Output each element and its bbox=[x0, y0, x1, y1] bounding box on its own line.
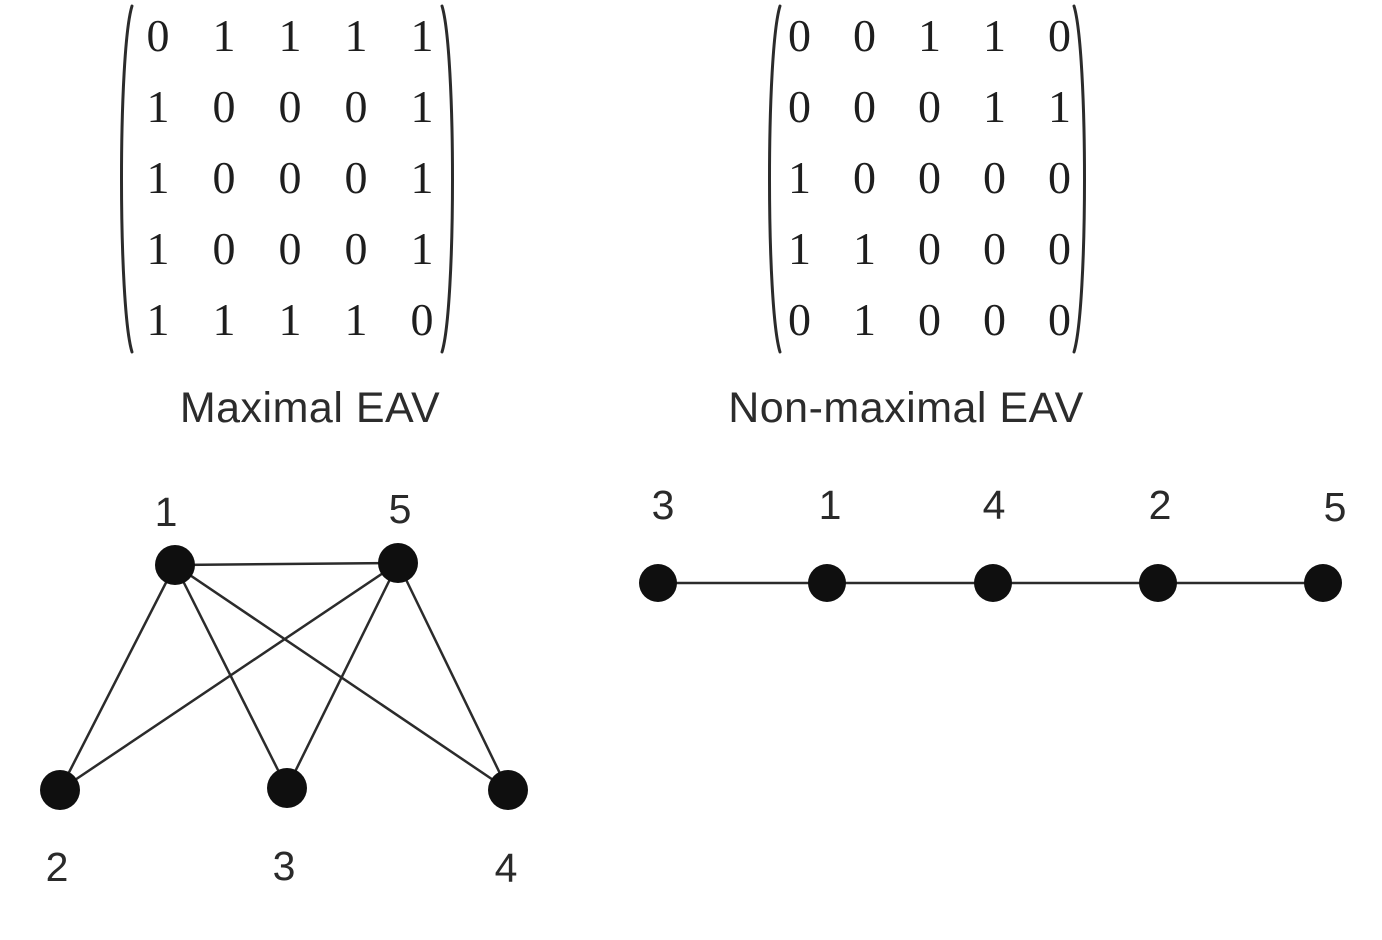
nonmaximal-graph-node-2 bbox=[1139, 564, 1177, 602]
maximal-matrix-cell-r5c3: 1 bbox=[278, 293, 302, 345]
maximal-graph-node-label-1: 1 bbox=[155, 489, 178, 535]
nonmaximal-matrix-cell-r1c5: 0 bbox=[1048, 9, 1071, 61]
maximal-matrix-cell-r2c2: 0 bbox=[212, 80, 236, 132]
nonmaximal-graph-node-label-1: 1 bbox=[819, 482, 842, 528]
nonmaximal-graph-node-label-5: 5 bbox=[1324, 484, 1347, 530]
maximal-graph-node-4 bbox=[488, 770, 528, 810]
maximal-matrix-open-paren-icon bbox=[120, 4, 134, 354]
maximal-matrix-cell-r2c3: 0 bbox=[278, 80, 302, 132]
maximal-graph-edge-5-2 bbox=[59, 561, 399, 792]
maximal-matrix-cell-r1c4: 1 bbox=[344, 9, 368, 61]
maximal-matrix-cell-r2c1: 1 bbox=[146, 80, 170, 132]
maximal-graph-node-1 bbox=[155, 545, 195, 585]
maximal-matrix-cell-r5c2: 1 bbox=[212, 293, 236, 345]
maximal-matrix-cell-r4c1: 1 bbox=[146, 222, 170, 274]
maximal-matrix-cell-r3c1: 1 bbox=[146, 151, 170, 203]
maximal-matrix-cell-r1c2: 1 bbox=[212, 9, 236, 61]
maximal-matrix-cell-r1c5: 1 bbox=[410, 9, 434, 61]
maximal-matrix-cell-r4c2: 0 bbox=[212, 222, 236, 274]
maximal-matrix-cell-r5c5: 0 bbox=[410, 293, 434, 345]
nonmaximal-graph-node-label-3: 3 bbox=[652, 482, 675, 528]
maximal-graph-edge-5-3 bbox=[285, 562, 400, 789]
nonmaximal-graph-node-label-4: 4 bbox=[983, 482, 1006, 528]
maximal-graph-edge-5-4 bbox=[396, 562, 510, 791]
maximal-graph-node-5 bbox=[378, 543, 418, 583]
nonmaximal-matrix-cell-r2c1: 0 bbox=[788, 80, 811, 132]
nonmaximal-matrix-cell-r4c5: 0 bbox=[1048, 222, 1071, 274]
maximal-graph-node-label-4: 4 bbox=[495, 845, 518, 891]
nonmaximal-matrix-open-paren-icon bbox=[768, 4, 782, 354]
nonmaximal-matrix-cell-r1c3: 1 bbox=[918, 9, 941, 61]
nonmaximal-matrix-cell-r4c1: 1 bbox=[788, 222, 811, 274]
nonmaximal-matrix-cell-r4c2: 1 bbox=[853, 222, 876, 274]
maximal-matrix-cell-r1c3: 1 bbox=[278, 9, 302, 61]
maximal-matrix-cell-r5c1: 1 bbox=[146, 293, 170, 345]
maximal-matrix-cell-r3c2: 0 bbox=[212, 151, 236, 203]
maximal-matrix-cell-r1c1: 0 bbox=[146, 9, 170, 61]
maximal-matrix-cell-r2c5: 1 bbox=[410, 80, 434, 132]
maximal-graph-node-label-2: 2 bbox=[46, 844, 69, 890]
maximal-graph-node-label-3: 3 bbox=[273, 843, 296, 889]
nonmaximal-graph-node-1 bbox=[808, 564, 846, 602]
nonmaximal-matrix-cell-r2c3: 0 bbox=[918, 80, 941, 132]
maximal-matrix-cell-r3c5: 1 bbox=[410, 151, 434, 203]
nonmaximal-matrix-cell-r1c4: 1 bbox=[983, 9, 1006, 61]
nonmaximal-matrix-cell-r5c5: 0 bbox=[1048, 293, 1071, 345]
nonmaximal-graph-node-5 bbox=[1304, 564, 1342, 602]
nonmaximal-matrix-cell-r3c4: 0 bbox=[983, 151, 1006, 203]
maximal-graph-node-3 bbox=[267, 768, 307, 808]
nonmaximal-matrix-cell-r3c3: 0 bbox=[918, 151, 941, 203]
nonmaximal-graph-node-label-2: 2 bbox=[1149, 482, 1172, 528]
nonmaximal-matrix-cell-r4c3: 0 bbox=[918, 222, 941, 274]
nonmaximal-matrix-cell-r2c5: 1 bbox=[1048, 80, 1071, 132]
maximal-matrix-cell-r4c4: 0 bbox=[344, 222, 368, 274]
nonmaximal-graph-node-4 bbox=[974, 564, 1012, 602]
nonmaximal-matrix-cell-r3c2: 0 bbox=[853, 151, 876, 203]
nonmaximal-matrix-cell-r5c2: 1 bbox=[853, 293, 876, 345]
nonmaximal-matrix-cell-r2c4: 1 bbox=[983, 80, 1006, 132]
nonmaximal-matrix-cell-r5c1: 0 bbox=[788, 293, 811, 345]
caption-maximal-eav: Maximal EAV bbox=[179, 384, 441, 432]
maximal-graph-node-2 bbox=[40, 770, 80, 810]
maximal-graph-edge-1-2 bbox=[58, 564, 177, 791]
nonmaximal-matrix-cell-r3c1: 1 bbox=[788, 151, 811, 203]
nonmaximal-matrix-cell-r2c2: 0 bbox=[853, 80, 876, 132]
nonmaximal-matrix-close-paren-icon bbox=[1072, 4, 1086, 354]
maximal-matrix-cell-r3c4: 0 bbox=[344, 151, 368, 203]
maximal-matrix-cell-r4c3: 0 bbox=[278, 222, 302, 274]
nonmaximal-matrix-cell-r3c5: 0 bbox=[1048, 151, 1071, 203]
maximal-graph-edge-1-5 bbox=[174, 561, 399, 567]
maximal-matrix-cell-r5c4: 1 bbox=[344, 293, 368, 345]
maximal-matrix-close-paren-icon bbox=[440, 4, 454, 354]
nonmaximal-matrix-cell-r1c1: 0 bbox=[788, 9, 811, 61]
maximal-graph-node-label-5: 5 bbox=[389, 486, 412, 532]
nonmaximal-matrix-cell-r5c3: 0 bbox=[918, 293, 941, 345]
nonmaximal-matrix-cell-r4c4: 0 bbox=[983, 222, 1006, 274]
nonmaximal-matrix-cell-r1c2: 0 bbox=[853, 9, 876, 61]
caption-non-maximal-eav: Non-maximal EAV bbox=[728, 384, 1084, 432]
nonmaximal-graph-node-3 bbox=[639, 564, 677, 602]
nonmaximal-matrix-cell-r5c4: 0 bbox=[983, 293, 1006, 345]
maximal-matrix-cell-r3c3: 0 bbox=[278, 151, 302, 203]
maximal-matrix-cell-r4c5: 1 bbox=[410, 222, 434, 274]
maximal-matrix-cell-r2c4: 0 bbox=[344, 80, 368, 132]
